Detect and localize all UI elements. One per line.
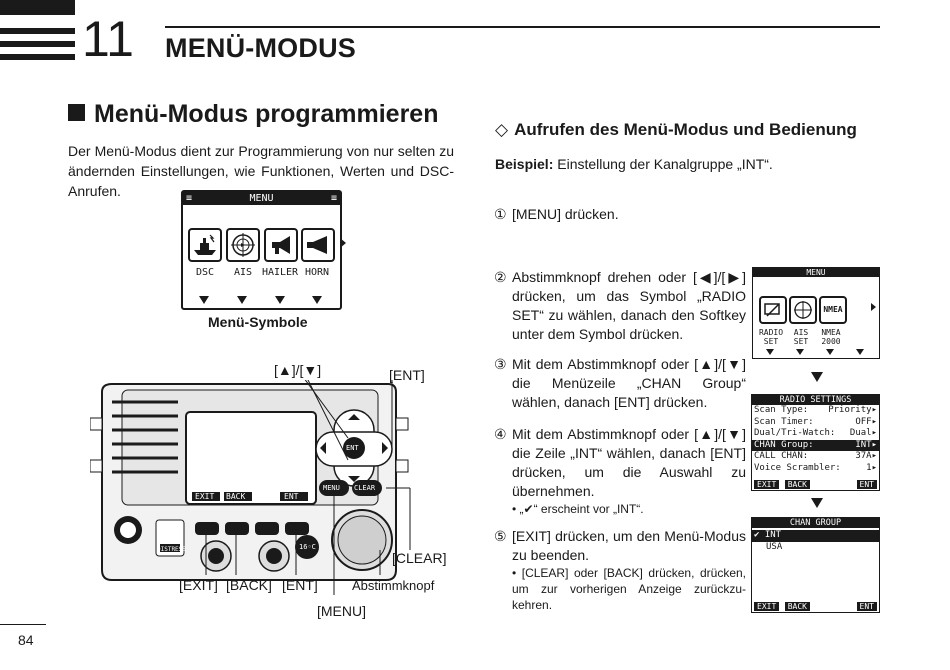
- chapter-number: 11: [82, 11, 134, 67]
- flow-arrow-icon: [811, 372, 823, 382]
- screen-chan-group-header: CHAN GROUP: [752, 518, 879, 528]
- subsection-title: ◇Aufrufen des Menü-Modus und Bedienung: [495, 120, 857, 139]
- label-ent-top: [ENT]: [389, 367, 425, 383]
- back-key: BACK: [784, 601, 810, 611]
- settings-row: Dual/Tri-Watch:Dual▸: [754, 428, 877, 438]
- radio-menu-button-label: MENU: [323, 484, 340, 492]
- softkey-arrow-icon: [237, 296, 247, 304]
- menu-screen: MENU ≡ ≡ DSC AIS HAILER HORN: [181, 190, 346, 310]
- menu-symbols-caption: Menü-Symbole: [208, 314, 308, 330]
- screen-chan-group: CHAN GROUP ✔ INT USA EXIT BACK ENT: [751, 517, 880, 613]
- ship-icon: [188, 228, 222, 262]
- settings-row: Voice Scrambler:1▸: [754, 462, 877, 473]
- menu-item-dsc: DSC: [195, 267, 215, 278]
- footer-rule: [0, 624, 46, 625]
- radio-set-icon: [759, 296, 787, 324]
- menu-lines-icon: ≡: [186, 193, 193, 204]
- label-menu: [MENU]: [317, 603, 366, 619]
- radio-distress-button-label: DISTRESS: [157, 546, 186, 553]
- radio-illustration: [90, 380, 411, 595]
- radio-16c-button-label: 16◦C: [299, 543, 316, 551]
- step-5: ⑤[EXIT] drücken, um den Menü-Modus zu be…: [494, 528, 746, 612]
- softkey-arrow-icon: [275, 296, 285, 304]
- screen-menu-right-arrow-icon: [871, 303, 876, 311]
- menu-item-horn: HORN: [304, 267, 330, 278]
- chan-group-row: USA: [766, 541, 783, 552]
- chapter-bar-1: [0, 0, 75, 15]
- label-clear: [CLEAR]: [392, 550, 447, 566]
- square-bullet-icon: [68, 104, 85, 121]
- radio-screen-back-key: BACK: [226, 492, 246, 501]
- chapter-bar-2: [0, 28, 75, 34]
- radio-clear-button-label: CLEAR: [354, 484, 376, 492]
- label-exit: [EXIT]: [179, 577, 218, 593]
- softkey-arrow-icon: [766, 349, 774, 355]
- softkey-arrow-icon: [826, 349, 834, 355]
- flow-arrow-icon: [811, 498, 823, 508]
- intro-paragraph: Der Menü-Modus dient zur Programmierung …: [68, 143, 454, 199]
- ent-key: ENT: [856, 480, 877, 489]
- softkey-arrow-icon: [856, 349, 864, 355]
- section-title: Menü-Modus programmieren: [68, 100, 438, 129]
- ais-icon: [226, 228, 260, 262]
- screen-menu-header: MENU: [753, 268, 879, 277]
- radio-ent-button-label: ENT: [346, 444, 359, 452]
- menu-screen-right-arrow-icon: [340, 238, 346, 248]
- exit-key: EXIT: [754, 601, 780, 611]
- chapter-title: MENÜ-MODUS: [165, 33, 356, 63]
- chapter-bar-4: [0, 54, 75, 60]
- settings-row: CALL CHAN:37A▸: [754, 451, 877, 461]
- screen-chan-group-keys: EXIT BACK ENT: [752, 601, 879, 612]
- settings-row: Scan Timer:OFF▸: [754, 416, 877, 427]
- label-knob: Abstimmknopf: [352, 578, 435, 593]
- softkey-arrow-icon: [199, 296, 209, 304]
- softkey-arrow-icon: [312, 296, 322, 304]
- header-rule: [165, 26, 880, 28]
- menu-lines-icon: ≡: [330, 193, 337, 204]
- settings-row-selected: CHAN Group:INT▸: [752, 439, 879, 451]
- nmea-icon: NMEA: [819, 296, 847, 324]
- ais-set-icon: [789, 296, 817, 324]
- screen-radio-settings: RADIO SETTINGS Scan Type:Priority▸ Scan …: [751, 394, 880, 491]
- example-line: Beispiel: Einstellung der Kanalgruppe „I…: [495, 156, 773, 172]
- screen-radio-settings-keys: EXIT BACK ENT: [752, 479, 879, 490]
- radio-screen-ent-key: ENT: [284, 492, 299, 501]
- page-number: 84: [18, 632, 34, 648]
- menu-item-hailer: HAILER: [261, 267, 299, 278]
- chan-group-row-selected: ✔ INT: [752, 530, 879, 542]
- chapter-bar-3: [0, 41, 75, 47]
- label-ent: [ENT]: [282, 577, 318, 593]
- label-updown: [▲]/[▼]: [274, 362, 322, 378]
- horn-icon: [301, 228, 335, 262]
- softkey-arrow-icon: [796, 349, 804, 355]
- menu-screen-header: MENU ≡ ≡: [183, 192, 340, 205]
- ent-key: ENT: [856, 602, 877, 611]
- megaphone-icon: [264, 228, 298, 262]
- screen-radio-settings-header: RADIO SETTINGS: [752, 395, 879, 405]
- menu-item-ais: AIS: [233, 267, 253, 278]
- label-back: [BACK]: [226, 577, 272, 593]
- exit-key: EXIT: [754, 479, 780, 489]
- settings-row: Scan Type:Priority▸: [754, 405, 877, 415]
- step-1: ①[MENU] drücken.: [494, 206, 619, 222]
- back-key: BACK: [784, 479, 810, 489]
- radio-screen-exit-key: EXIT: [195, 492, 215, 501]
- diamond-icon: ◇: [495, 120, 509, 139]
